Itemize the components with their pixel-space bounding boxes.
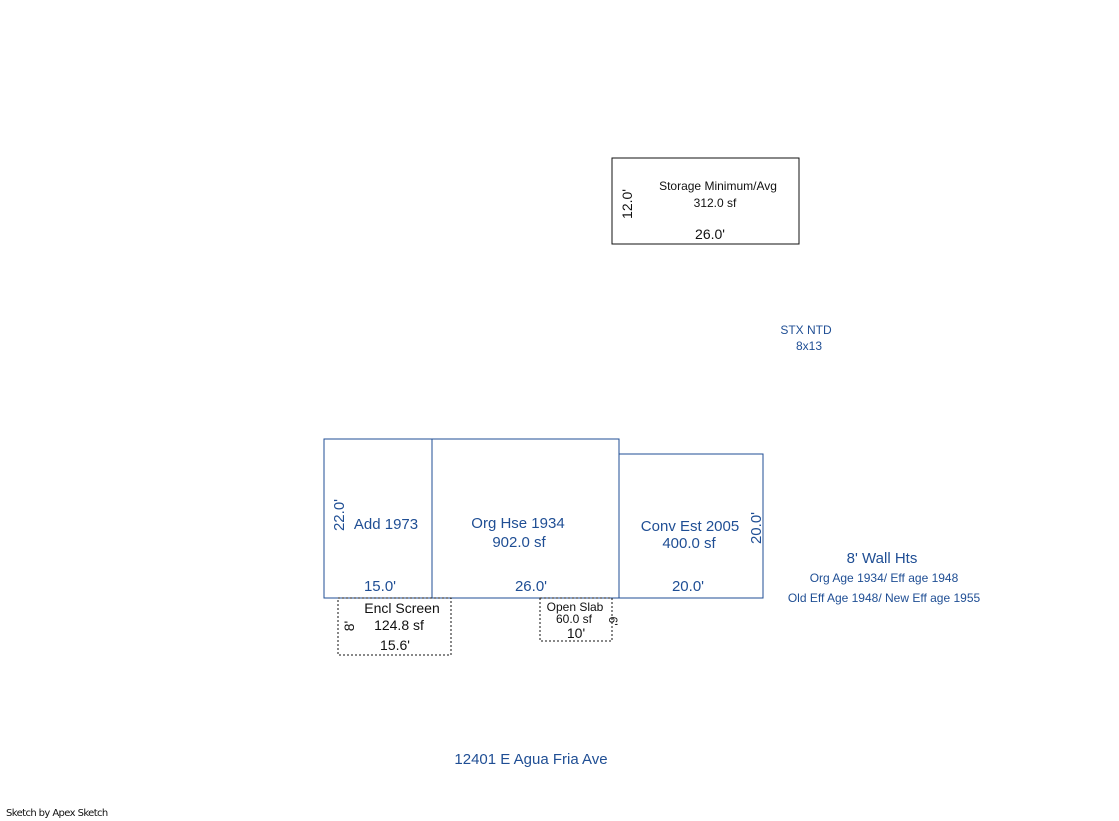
enclosed-screen-area: 124.8 sf <box>374 617 424 633</box>
conversion-area: 400.0 sf <box>662 535 716 552</box>
storage-height-dimension: 12.0' <box>619 189 635 219</box>
addition-height-dimension: 22.0' <box>331 499 348 531</box>
open-slab-width-dimension: 10' <box>567 625 585 641</box>
storage-area: 312.0 sf <box>694 196 737 210</box>
age-note-1: Org Age 1934/ Eff age 1948 <box>810 571 959 585</box>
open-slab-height-dimension: 6' <box>606 617 620 626</box>
storage-width-dimension: 26.0' <box>695 226 725 242</box>
conversion-outline <box>618 453 764 599</box>
open-slab-area: 60.0 sf <box>556 612 593 626</box>
storage-outline <box>611 157 800 245</box>
age-note-2: Old Eff Age 1948/ New Eff age 1955 <box>788 591 981 605</box>
open-slab: Open Slab 60.0 sf 10' 6' <box>539 597 620 642</box>
open-slab-outline <box>539 597 613 642</box>
original-house-1934: Org Hse 1934 902.0 sf 26.0' <box>431 438 620 599</box>
stx-note-line2: 8x13 <box>796 339 822 353</box>
addition-label: Add 1973 <box>354 516 418 533</box>
original-house-label: Org Hse 1934 <box>471 515 564 532</box>
conversion-label: Conv Est 2005 <box>641 518 739 535</box>
storage-structure: Storage Minimum/Avg 312.0 sf 26.0' 12.0' <box>611 157 800 245</box>
addition-1973: Add 1973 15.0' 22.0' <box>323 438 433 599</box>
sketch-credit: Sketch by Apex Sketch <box>6 808 108 819</box>
original-house-width-dimension: 26.0' <box>515 578 547 595</box>
wall-height-note: 8' Wall Hts <box>847 550 918 567</box>
conversion-height-dimension: 20.0' <box>748 512 765 544</box>
addition-width-dimension: 15.0' <box>364 578 396 595</box>
open-slab-label: Open Slab <box>547 600 604 614</box>
enclosed-screen: Encl Screen 124.8 sf 15.6' 8' <box>337 597 452 656</box>
enclosed-screen-height-dimension: 8' <box>341 621 357 631</box>
storage-label: Storage Minimum/Avg <box>659 179 777 193</box>
conversion-width-dimension: 20.0' <box>672 578 704 595</box>
enclosed-screen-label: Encl Screen <box>364 600 439 616</box>
stx-note-line1: STX NTD <box>780 323 832 337</box>
enclosed-screen-width-dimension: 15.6' <box>380 637 410 653</box>
original-house-area: 902.0 sf <box>492 534 546 551</box>
enclosed-screen-outline <box>337 597 452 656</box>
conversion-2005: Conv Est 2005 400.0 sf 20.0' 20.0' <box>618 453 765 599</box>
property-address: 12401 E Agua Fria Ave <box>454 751 607 768</box>
